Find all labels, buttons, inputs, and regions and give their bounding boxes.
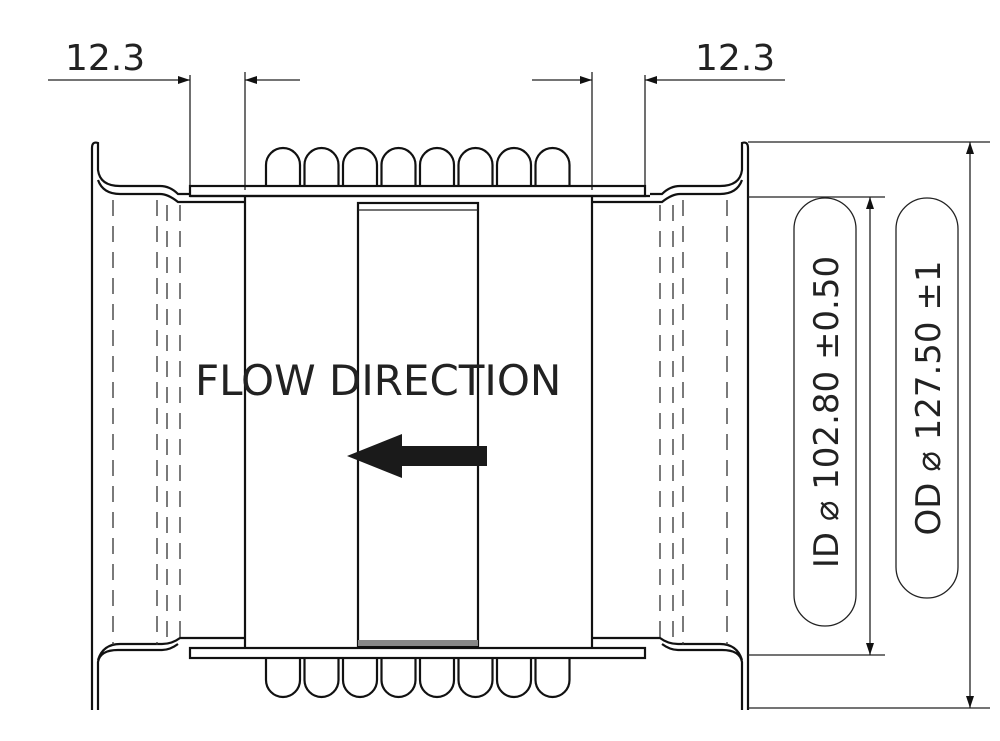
convolution [264, 658, 302, 699]
dimension-right-offset: 12.3 [532, 38, 785, 190]
right-offset-label: 12.3 [695, 38, 775, 79]
dimension-left-offset: 12.3 [48, 38, 300, 190]
convolution [457, 658, 494, 699]
outer-diameter-label: OD ⌀ 127.50 ±1 [909, 261, 949, 536]
flow-arrow-icon [347, 434, 487, 478]
convolution [380, 146, 417, 187]
convolution [534, 658, 571, 699]
convolution [303, 146, 340, 187]
inner-diameter-label: ID ⌀ 102.80 ±0.50 [807, 256, 847, 568]
tube-body [90, 141, 750, 710]
convolution [495, 146, 533, 187]
left-offset-label: 12.3 [65, 38, 145, 79]
convolution [341, 658, 379, 699]
convolution [418, 658, 456, 699]
convolution [495, 658, 533, 699]
diameter-dimensions: ID ⌀ 102.80 ±0.50 OD ⌀ 127.50 ±1 [748, 141, 990, 709]
convolution [457, 146, 494, 187]
convolution [534, 146, 571, 187]
convolution [303, 658, 340, 699]
bellows-convolutions [264, 146, 571, 699]
convolution [418, 146, 456, 187]
convolution [341, 146, 379, 187]
convolution [380, 658, 417, 699]
convolution [264, 146, 302, 187]
flow-direction-label: FLOW DIRECTION [195, 356, 561, 405]
